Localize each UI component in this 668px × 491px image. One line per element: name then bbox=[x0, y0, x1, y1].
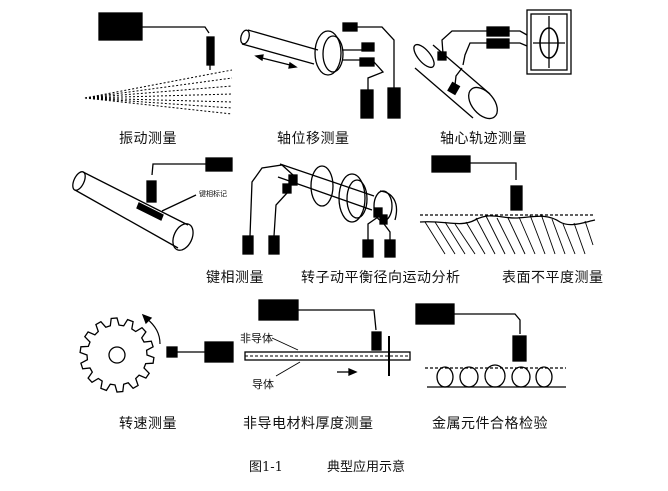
label-shaft-orbit: 轴心轨迹测量 bbox=[440, 131, 527, 147]
label-parts-inspection: 金属元件合格检验 bbox=[432, 416, 548, 432]
label-axial-displacement: 轴位移测量 bbox=[277, 131, 350, 147]
label-speed: 转速测量 bbox=[119, 416, 177, 432]
label-thickness: 非导电材料厚度测量 bbox=[243, 416, 374, 432]
panel-thickness bbox=[244, 299, 411, 377]
panel-surface-roughness bbox=[419, 155, 596, 255]
panel-parts-inspection bbox=[415, 303, 566, 388]
panel-axial-displacement bbox=[240, 22, 401, 119]
label-keyphasor: 键相测量 bbox=[206, 270, 264, 286]
panel-speed-gear bbox=[79, 313, 234, 393]
keyphasor-tag: 键相标记 bbox=[199, 190, 227, 198]
panel-rotor-balancing bbox=[242, 163, 398, 258]
label-vibration: 振动测量 bbox=[119, 131, 177, 147]
panel-keyphasor bbox=[72, 157, 233, 251]
label-conductor: 导体 bbox=[252, 378, 274, 391]
figure-title: 典型应用示意 bbox=[327, 460, 406, 475]
panel-vibration bbox=[84, 12, 233, 115]
panel-shaft-orbit bbox=[413, 9, 572, 120]
label-non-conductor: 非导体 bbox=[240, 332, 273, 345]
figure-number: 图1-1 bbox=[249, 460, 283, 475]
label-rotor-balancing: 转子动平衡径向运动分析 bbox=[301, 270, 461, 286]
label-surface-roughness: 表面不平度测量 bbox=[502, 270, 604, 286]
